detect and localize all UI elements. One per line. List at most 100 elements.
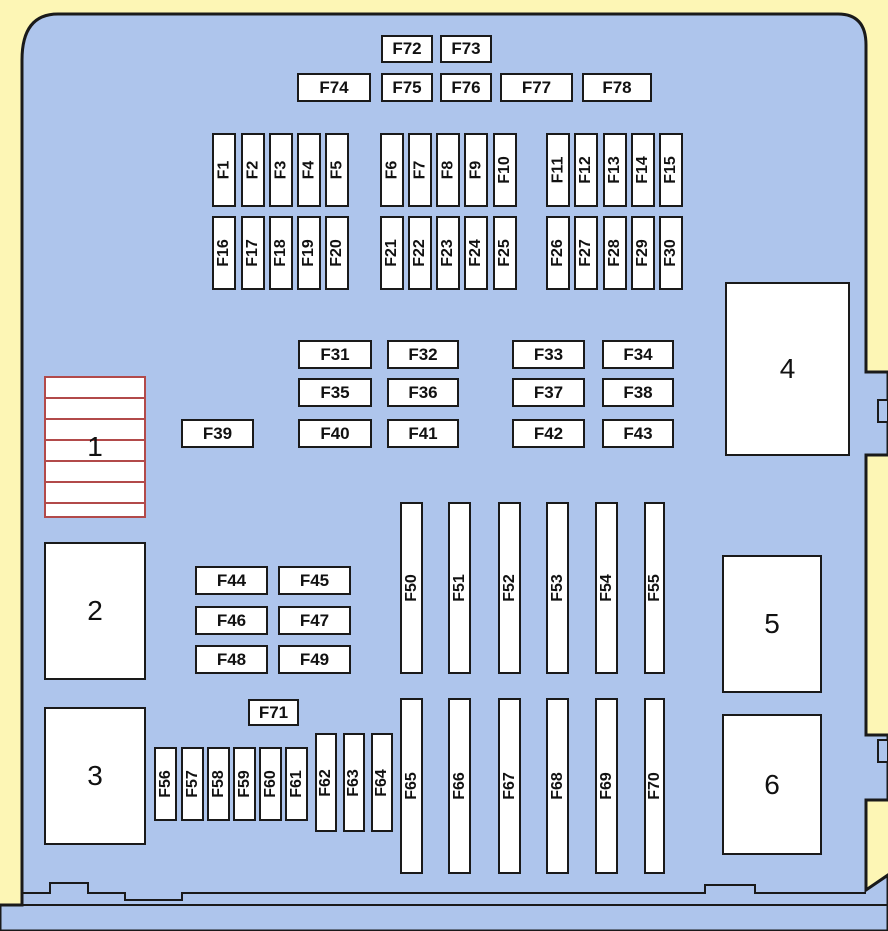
fuse-label: F55 (645, 574, 663, 602)
fuse-label: F28 (606, 239, 624, 267)
fuse-f41: F41 (387, 419, 459, 448)
fuse-f27: F27 (574, 216, 598, 290)
fuse-label: F9 (466, 160, 484, 180)
fuse-label: F68 (548, 772, 566, 800)
fuse-f36: F36 (387, 378, 459, 407)
fuse-label: F26 (549, 239, 567, 267)
relay-6: 6 (722, 714, 822, 855)
fuse-label: F77 (521, 77, 552, 97)
fuse-label: F14 (634, 156, 652, 184)
fuse-f1: F1 (212, 133, 236, 207)
fuse-f19: F19 (297, 216, 321, 290)
fuse-f8: F8 (436, 133, 460, 207)
fuse-f35: F35 (298, 378, 372, 407)
fuse-f47: F47 (278, 606, 351, 635)
fuse-label: F33 (533, 344, 564, 364)
relay-1: 1 (44, 376, 146, 518)
fuse-f5: F5 (325, 133, 349, 207)
fuse-label: F21 (383, 239, 401, 267)
fuse-label: F53 (548, 574, 566, 602)
fuse-f60: F60 (259, 747, 282, 821)
fuse-f11: F11 (546, 133, 570, 207)
fuse-f3: F3 (269, 133, 293, 207)
fuse-label: F13 (606, 156, 624, 184)
fuse-label: F76 (451, 77, 481, 97)
fuse-f32: F32 (387, 340, 459, 369)
fuse-label: F66 (450, 772, 468, 800)
fuse-label: F56 (156, 770, 174, 798)
fuse-f63: F63 (343, 733, 365, 832)
fuse-label: F47 (299, 610, 330, 630)
fuse-label: F62 (317, 768, 335, 797)
fuse-label: F67 (500, 772, 518, 800)
fuse-f72: F72 (381, 35, 433, 63)
fuse-f18: F18 (269, 216, 293, 290)
fuse-label: F50 (402, 574, 420, 602)
fuse-f44: F44 (195, 566, 268, 595)
fuse-label: F71 (258, 702, 289, 722)
fuse-f51: F51 (448, 502, 471, 674)
fuse-f7: F7 (408, 133, 432, 207)
right-tab-bottom (877, 739, 888, 763)
fuse-label: F54 (597, 574, 615, 602)
fuse-label: F43 (623, 423, 653, 443)
fuse-label: F19 (300, 239, 318, 267)
fuse-label: F39 (202, 423, 233, 443)
fuse-label: F4 (299, 160, 317, 180)
fuse-f58: F58 (207, 747, 230, 821)
fuse-label: F2 (243, 160, 261, 180)
fuse-label: F8 (438, 160, 456, 180)
fuse-f43: F43 (602, 419, 674, 448)
fuse-f4: F4 (297, 133, 321, 207)
fuse-f37: F37 (512, 378, 585, 407)
fuse-f29: F29 (631, 216, 655, 290)
fuse-f62: F62 (315, 733, 337, 832)
fuse-label: F45 (299, 570, 330, 590)
fuse-f67: F67 (498, 698, 521, 874)
fuse-label: F22 (411, 239, 429, 267)
fuse-f50: F50 (400, 502, 423, 674)
fuse-f20: F20 (325, 216, 349, 290)
right-tab-top (877, 399, 888, 423)
fuse-f57: F57 (181, 747, 204, 821)
fuse-f39: F39 (181, 419, 254, 448)
fuse-label: F65 (402, 772, 420, 800)
fuse-f13: F13 (603, 133, 627, 207)
fuse-f49: F49 (278, 645, 351, 674)
fuse-f12: F12 (574, 133, 598, 207)
fuse-f10: F10 (493, 133, 517, 207)
fuse-label: F20 (328, 239, 346, 267)
fuse-label: F64 (373, 768, 391, 797)
fuse-f77: F77 (500, 73, 573, 102)
fuse-label: F61 (287, 770, 305, 798)
fuse-label: F74 (319, 77, 349, 97)
fuse-f30: F30 (659, 216, 683, 290)
fuse-f2: F2 (241, 133, 265, 207)
relay-2: 2 (44, 542, 146, 680)
relay-label: 6 (764, 768, 780, 800)
fuse-label: F59 (235, 770, 253, 798)
fuse-f64: F64 (371, 733, 393, 832)
fuse-f14: F14 (631, 133, 655, 207)
fuse-label: F46 (216, 610, 247, 630)
fuse-label: F36 (408, 382, 438, 402)
fuse-f38: F38 (602, 378, 674, 407)
fuse-label: F52 (500, 574, 518, 602)
fuse-label: F49 (299, 649, 330, 669)
fuse-label: F38 (623, 382, 653, 402)
fuse-label: F44 (216, 570, 247, 590)
fuse-label: F51 (450, 574, 468, 602)
fuse-f78: F78 (582, 73, 652, 102)
fuse-label: F73 (451, 39, 481, 58)
fuse-f31: F31 (298, 340, 372, 369)
fuse-f21: F21 (380, 216, 404, 290)
fuse-label: F48 (216, 649, 247, 669)
fuse-f76: F76 (440, 73, 492, 102)
fuse-label: F58 (209, 770, 227, 798)
relay-label: 3 (87, 760, 103, 791)
fuse-label: F78 (602, 77, 632, 97)
fuse-f65: F65 (400, 698, 423, 874)
fuse-f6: F6 (380, 133, 404, 207)
fuse-label: F15 (662, 156, 680, 184)
